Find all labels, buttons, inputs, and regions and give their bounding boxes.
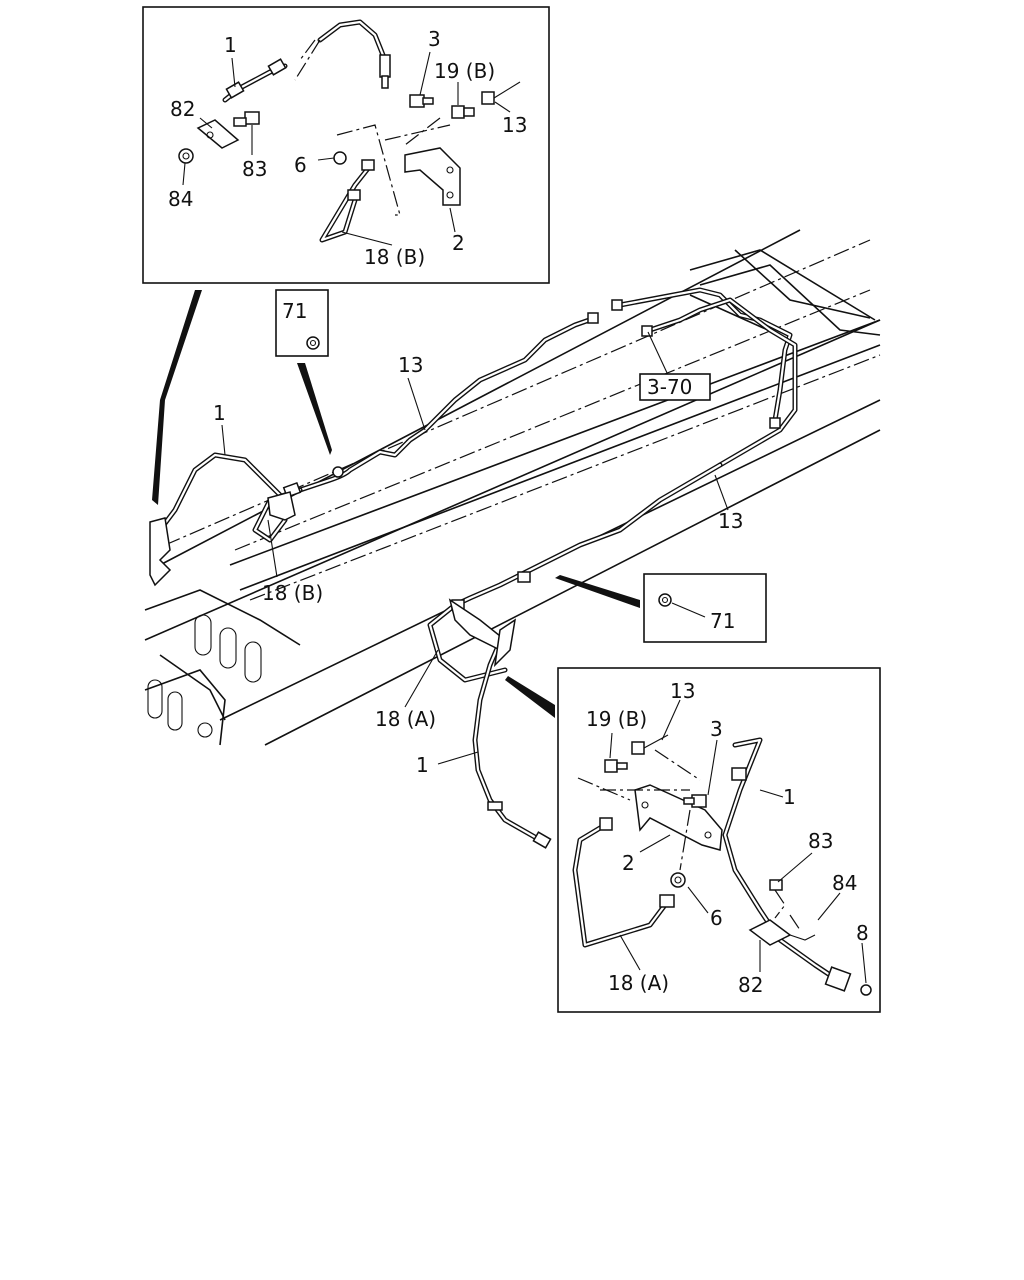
top-callout-83: 83 — [242, 157, 267, 181]
bottom-callout-84: 84 — [832, 871, 857, 895]
top-callout-13: 13 — [502, 113, 527, 137]
top-inset: 1 3 19 (B) 13 82 83 6 84 2 18 (B) — [142, 6, 550, 284]
callout-box-3-70 — [639, 373, 711, 401]
top-callout-18b: 18 (B) — [364, 245, 425, 269]
callout-18b-main: 18 (B) — [262, 581, 323, 605]
callout-71-right: 71 — [710, 609, 735, 633]
bottom-inset: 13 19 (B) 3 1 83 2 84 6 8 18 (A) 82 — [557, 667, 881, 1013]
main-pipes — [157, 287, 798, 843]
leader-wedges — [152, 290, 640, 718]
callout-71-top: 71 — [282, 299, 307, 323]
main-fittings — [149, 299, 781, 849]
top-callout-6: 6 — [294, 153, 307, 177]
callout-3-70: 3-70 — [647, 375, 692, 399]
callout-box-71-right — [643, 573, 767, 643]
bottom-callout-18a: 18 (A) — [608, 971, 669, 995]
top-callout-2: 2 — [452, 231, 465, 255]
callout-13-right: 13 — [718, 509, 743, 533]
bottom-callout-6: 6 — [710, 906, 723, 930]
top-callout-82: 82 — [170, 97, 195, 121]
bottom-callout-3: 3 — [710, 717, 723, 741]
bottom-callout-2: 2 — [622, 851, 635, 875]
top-inset-frame — [142, 6, 550, 284]
bottom-callout-13: 13 — [670, 679, 695, 703]
bottom-callout-1: 1 — [783, 785, 796, 809]
bottom-callout-8: 8 — [856, 921, 869, 945]
main-leaders — [221, 331, 729, 765]
top-callout-3: 3 — [428, 27, 441, 51]
callout-18a-main: 18 (A) — [375, 707, 436, 731]
callout-1-left: 1 — [213, 401, 226, 425]
bottom-callout-83: 83 — [808, 829, 833, 853]
bottom-callout-19b: 19 (B) — [586, 707, 647, 731]
callout-13-upper: 13 — [398, 353, 423, 377]
top-callout-19b: 19 (B) — [434, 59, 495, 83]
main-callouts: 71 13 3-70 1 13 18 (B) 71 18 (A) 1 — [213, 289, 767, 777]
bottom-callout-82: 82 — [738, 973, 763, 997]
top-callout-1: 1 — [224, 33, 237, 57]
callout-1-lower: 1 — [416, 753, 429, 777]
top-callout-84: 84 — [168, 187, 193, 211]
